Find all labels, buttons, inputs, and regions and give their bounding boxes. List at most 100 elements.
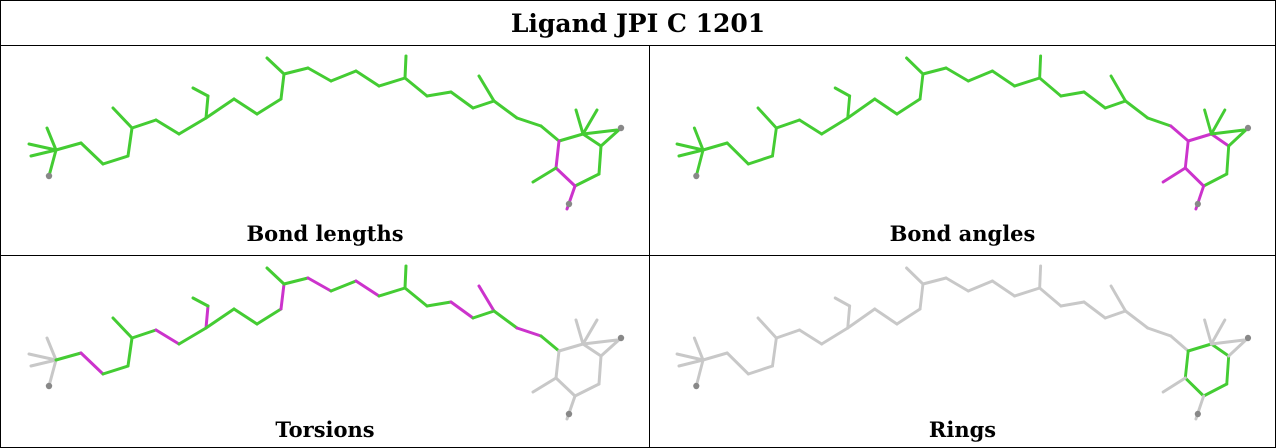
- bond: [1183, 166, 1206, 188]
- divider-cols: [649, 45, 650, 448]
- bond: [1059, 90, 1086, 98]
- bond: [177, 326, 208, 346]
- caption-torsions: Torsions: [275, 417, 375, 442]
- bond: [403, 76, 429, 98]
- bond: [798, 328, 824, 346]
- bond: [677, 148, 705, 158]
- bond: [581, 132, 603, 148]
- bond: [492, 309, 519, 330]
- bond: [1082, 300, 1107, 320]
- bond: [306, 276, 333, 293]
- bond: [873, 307, 899, 326]
- bond: [574, 108, 585, 136]
- bond: [1161, 166, 1187, 184]
- bond: [403, 54, 408, 80]
- bond: [554, 349, 561, 380]
- bond: [1038, 264, 1043, 290]
- panel-rings: Rings: [650, 256, 1275, 447]
- bond: [1169, 334, 1190, 353]
- bond: [725, 141, 750, 166]
- bond: [944, 66, 970, 83]
- bond: [126, 126, 134, 158]
- bond: [1146, 116, 1173, 128]
- bond: [204, 97, 236, 120]
- bond: [846, 97, 877, 120]
- bond: [599, 126, 623, 148]
- bond: [771, 126, 778, 158]
- bond: [918, 282, 925, 311]
- bond: [111, 106, 134, 130]
- bond: [694, 148, 705, 178]
- bond: [232, 307, 259, 326]
- bond: [895, 97, 922, 116]
- molecule-torsions: [27, 264, 625, 421]
- bond: [833, 86, 852, 98]
- bond: [471, 309, 496, 320]
- bond: [539, 124, 561, 143]
- bond: [581, 342, 603, 358]
- bond: [1209, 128, 1246, 136]
- bond: [692, 336, 705, 362]
- bond: [1161, 376, 1187, 394]
- bond: [725, 351, 750, 376]
- bond: [45, 126, 58, 152]
- bond: [403, 286, 429, 308]
- bond: [1183, 376, 1206, 398]
- caption-bond-angles: Bond angles: [889, 221, 1036, 246]
- bond: [1202, 382, 1229, 398]
- bond: [966, 279, 994, 293]
- panel-bond-angles: Bond angles: [650, 46, 1275, 255]
- bond: [846, 307, 877, 330]
- bond: [204, 304, 210, 330]
- bond: [1225, 144, 1231, 176]
- bond: [774, 328, 801, 340]
- bond: [701, 351, 729, 362]
- atom-marker: [565, 200, 573, 208]
- bond: [694, 358, 705, 388]
- bond: [1209, 318, 1227, 346]
- bond: [1038, 54, 1043, 80]
- table-title: Ligand JPI C 1201: [510, 8, 766, 38]
- bond: [557, 132, 585, 143]
- bond: [1146, 326, 1173, 338]
- bond: [29, 358, 58, 368]
- bond: [557, 342, 585, 353]
- bond: [204, 307, 236, 330]
- bond: [771, 336, 778, 368]
- bond: [531, 376, 558, 394]
- bond: [846, 304, 852, 330]
- bond: [1124, 309, 1150, 330]
- bond: [833, 296, 852, 308]
- bond: [154, 328, 181, 346]
- bond: [47, 358, 58, 388]
- bond: [154, 118, 181, 136]
- bond: [130, 328, 158, 340]
- bond: [1109, 74, 1127, 103]
- bond: [581, 108, 599, 136]
- bond: [574, 318, 585, 346]
- bond: [1209, 342, 1231, 358]
- panel-bond-lengths: Bond lengths: [1, 46, 649, 255]
- bond: [101, 154, 130, 166]
- divider-rows: [0, 255, 1276, 256]
- bond: [1169, 124, 1190, 143]
- bond: [425, 300, 453, 308]
- bond: [675, 142, 705, 152]
- bond: [1227, 336, 1250, 358]
- bond: [692, 126, 705, 152]
- bond: [1183, 349, 1190, 380]
- atom-marker: [1194, 200, 1201, 208]
- bond: [531, 166, 558, 184]
- bond: [1227, 126, 1250, 148]
- bond: [581, 318, 599, 346]
- bond: [1209, 108, 1227, 136]
- panel-torsions: Torsions: [1, 256, 649, 447]
- bond: [921, 276, 948, 286]
- bond: [573, 382, 601, 398]
- bond: [573, 172, 601, 188]
- bond: [990, 69, 1017, 88]
- bond: [306, 66, 333, 83]
- bond: [1203, 318, 1213, 346]
- bond: [27, 352, 58, 362]
